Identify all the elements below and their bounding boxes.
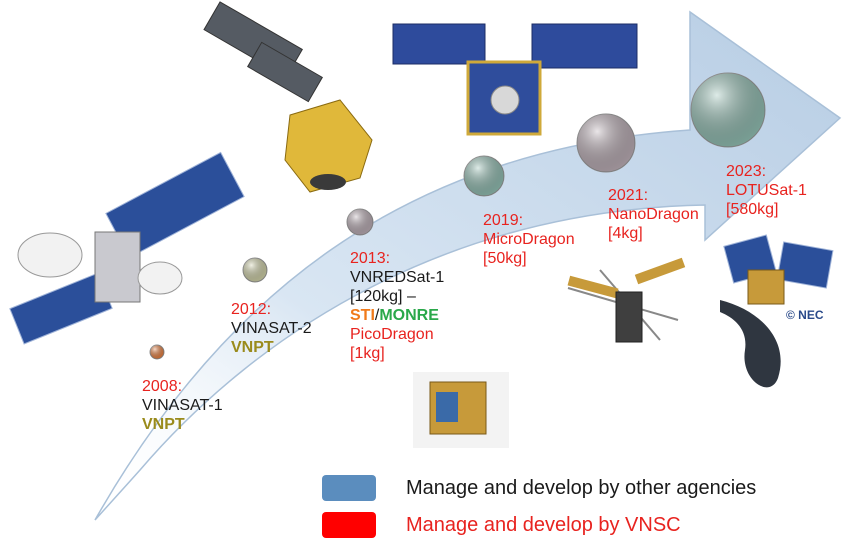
milestone-year: 2023: xyxy=(726,163,767,180)
milestone-year: 2012: xyxy=(231,301,272,318)
legend-swatch-other xyxy=(322,475,376,501)
satellite-name: VINASAT-1 xyxy=(142,397,223,414)
lotusat-1-satellite xyxy=(720,234,834,388)
milestone-marker-shading xyxy=(577,114,635,172)
vnredsat-1-satellite xyxy=(392,23,638,136)
satellite-name: LOTUSat-1 xyxy=(726,182,807,199)
legend-item-vnsc: Manage and develop by VNSC xyxy=(322,508,681,542)
legend-label-other: Manage and develop by other agencies xyxy=(406,476,757,499)
legend-label-vnsc: Manage and develop by VNSC xyxy=(406,513,681,536)
milestone-2013-label: 2013: VNREDSat-1 [120kg] – STI/MONRE Pic… xyxy=(350,249,444,363)
satellite-mass: [50kg] xyxy=(483,250,527,267)
milestone-year: 2021: xyxy=(608,187,649,204)
partner-separator: / xyxy=(374,307,380,324)
nec-credit: © NEC xyxy=(786,308,824,322)
operator-name: VNPT xyxy=(142,416,185,433)
milestone-2008-label: 2008: VINASAT-1 VNPT xyxy=(142,377,223,434)
milestone-marker-shading xyxy=(464,156,504,196)
legend-swatch-vnsc xyxy=(322,512,376,538)
satellite-mass: [580kg] xyxy=(726,201,779,218)
operator-name: VNPT xyxy=(231,339,274,356)
legend-item-other-agencies: Manage and develop by other agencies xyxy=(322,471,756,505)
milestone-2012-label: 2012: VINASAT-2 VNPT xyxy=(231,300,312,357)
milestone-year: 2008: xyxy=(142,378,183,395)
milestone-2019-label: 2019: MicroDragon [50kg] xyxy=(483,211,575,268)
milestone-year: 2013: xyxy=(350,250,391,267)
picodragon-cubesat xyxy=(413,372,509,448)
nanodragon-satellite xyxy=(567,257,686,343)
picodragon-mass: [1kg] xyxy=(350,345,385,362)
partner-monre: MONRE xyxy=(379,307,439,324)
milestone-marker-shading xyxy=(150,345,164,359)
partner-sti: STI xyxy=(350,307,375,324)
satellite-mass: [4kg] xyxy=(608,225,643,242)
milestone-marker-shading xyxy=(347,209,373,235)
satellite-name: NanoDragon xyxy=(608,206,699,223)
milestone-marker-shading xyxy=(691,73,765,147)
satellite-name: MicroDragon xyxy=(483,231,575,248)
milestone-2023-label: 2023: LOTUSat-1 [580kg] xyxy=(726,162,807,219)
satellite-mass: [120kg] xyxy=(350,288,403,305)
milestone-2021-label: 2021: NanoDragon [4kg] xyxy=(608,186,699,243)
dash: – xyxy=(406,288,416,305)
vinasat-2-satellite xyxy=(203,1,373,193)
satellite-name: VNREDSat-1 xyxy=(350,269,445,286)
vinasat-1-satellite xyxy=(9,151,245,345)
satellite-name: VINASAT-2 xyxy=(231,320,312,337)
picodragon-name: PicoDragon xyxy=(350,326,434,343)
milestone-year: 2019: xyxy=(483,212,524,229)
milestone-marker-shading xyxy=(243,258,267,282)
timeline-arrow xyxy=(94,10,842,521)
